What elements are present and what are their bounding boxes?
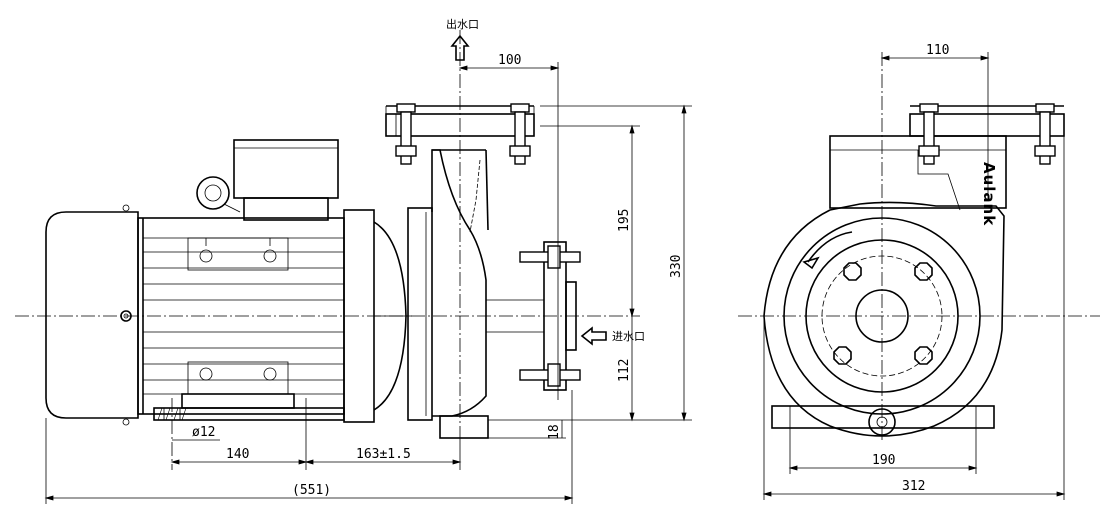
dim-total-width: 312	[902, 479, 925, 494]
brand-label: Aulank	[980, 162, 998, 226]
side-view	[15, 30, 640, 470]
outlet-label: 出水口	[446, 17, 479, 31]
dim-inlet-height: 112	[617, 359, 632, 382]
inlet-label: 进水口	[612, 330, 645, 343]
dim-foot-thickness: 18	[547, 424, 562, 440]
dim-outlet-offset: 100	[498, 53, 521, 68]
dim-foot-to-inlet: 163±1.5	[356, 447, 411, 462]
inlet-arrow-icon	[580, 326, 607, 346]
side-dimensions	[44, 62, 692, 504]
front-dimensions	[762, 52, 1066, 500]
dim-base-width: 190	[872, 453, 895, 468]
dim-total-length: (551)	[292, 483, 331, 498]
outlet-arrow-icon	[450, 34, 470, 61]
dim-hole-diameter: ø12	[192, 425, 215, 440]
front-view	[738, 52, 1100, 440]
dim-flange-offset: 110	[926, 43, 949, 58]
dim-total-height: 330	[669, 255, 684, 278]
dim-outlet-height: 195	[617, 209, 632, 232]
dim-foot-spacing: 140	[226, 447, 249, 462]
